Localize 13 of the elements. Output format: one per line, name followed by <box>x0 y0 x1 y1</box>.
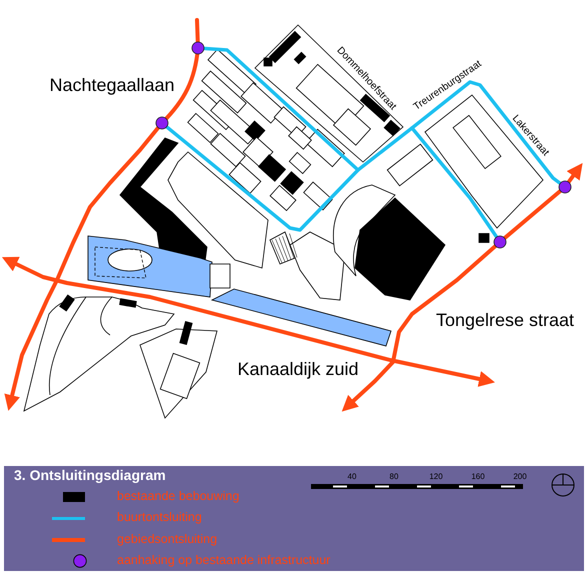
street-label: Tongelrese straat <box>436 311 574 329</box>
legend-label: buurtontsluiting <box>117 511 202 524</box>
legend-label: bestaande bebouwing <box>117 490 240 502</box>
scale-number: 80 <box>390 473 398 481</box>
legend-label: aanhaking op bestaande infrastructuur <box>117 554 330 566</box>
panel-title: 3. Ontsluitingsdiagram <box>14 468 166 482</box>
scale-number: 160 <box>471 473 485 481</box>
street-label: Kanaaldijk zuid <box>237 360 359 378</box>
scale-number: 120 <box>429 473 443 481</box>
scale-number: 200 <box>513 473 527 481</box>
street-label: Nachtegaallaan <box>49 76 175 94</box>
scale-number: 40 <box>348 473 356 481</box>
legend-label: gebiedsontsluiting <box>117 533 218 546</box>
